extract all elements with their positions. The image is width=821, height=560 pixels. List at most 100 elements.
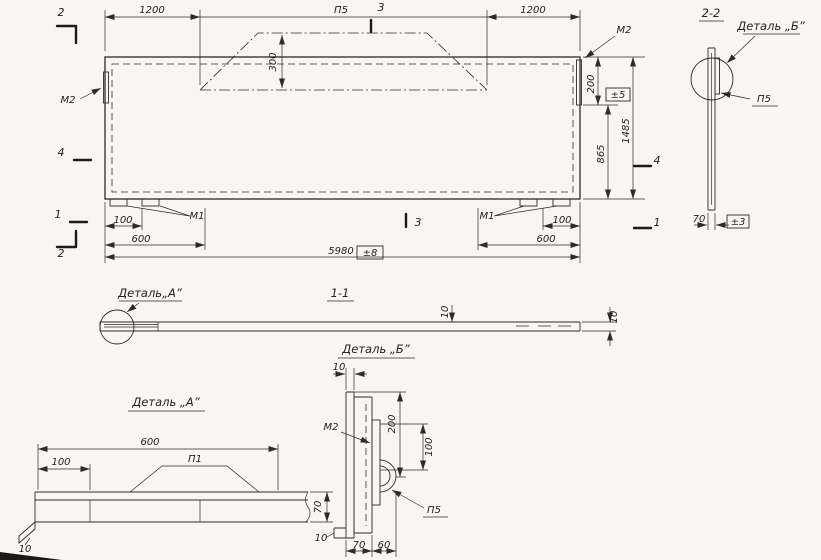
weld-zone-trapezoid — [199, 32, 488, 91]
dim-1485: 1485 — [621, 118, 632, 143]
dim-865: 865 — [596, 144, 607, 163]
detail-a: Деталь „А” П1 600 100 70 10 — [18, 395, 333, 555]
section-1-1: Деталь„А” 1-1 10 10 — [99, 286, 620, 346]
marker-2-top: 2 — [58, 6, 65, 19]
panel-fold-dashed-line — [111, 63, 574, 193]
detail-b-callout-circle — [690, 57, 734, 101]
dim-70-section: 70 — [693, 214, 706, 225]
detail-b-bottom-notch — [333, 527, 346, 539]
marker-4-right: 4 — [654, 154, 661, 167]
section-bottom-ext — [707, 213, 716, 230]
panel-outline — [104, 56, 581, 200]
label-p5-b: П5 — [427, 505, 441, 516]
dim-5980: 5980 — [328, 246, 353, 257]
detail-a-break-line — [305, 491, 311, 523]
bracket-m2-right — [576, 59, 582, 106]
tab-m1-left-2 — [141, 198, 160, 207]
tol-pm3: ±3 — [731, 217, 746, 228]
detail-b-callout-leader — [726, 35, 756, 64]
strip-outline — [99, 321, 581, 332]
label-m1-right: М1 — [480, 211, 495, 222]
marker-1-left: 1 — [55, 208, 62, 221]
dim-100-left: 100 — [113, 215, 132, 226]
leader-m2-right — [584, 35, 616, 59]
section-m2-piece — [714, 57, 720, 95]
dim-10-bottom-leader — [326, 532, 335, 538]
detail-a-weld-trapezoid — [129, 465, 260, 493]
detail-a-title: Деталь „А” — [131, 395, 200, 409]
detail-b-callout-label: Деталь „Б” — [736, 19, 805, 33]
detail-b-plate-2 — [353, 396, 373, 534]
tab-m1-right-2 — [552, 198, 571, 207]
marker-3-top: 3 — [378, 1, 385, 14]
dim-600-left: 600 — [131, 234, 150, 245]
label-m1-left: М1 — [190, 211, 205, 222]
bracket-m2-left — [103, 71, 109, 104]
top-extension-lines — [104, 10, 581, 85]
marker-3-bottom: 3 — [415, 216, 422, 229]
dim-10-mid: 10 — [440, 306, 451, 319]
tol-pm5: ±5 — [611, 90, 626, 101]
tab-m1-left-1 — [109, 198, 128, 207]
label-m2-b: М2 — [324, 422, 339, 433]
detail-a-plate — [34, 491, 308, 523]
detail-a-callout-label: Деталь„А” — [117, 286, 183, 300]
label-m2-left: М2 — [61, 95, 76, 106]
section-1-1-title: 1-1 — [331, 286, 350, 300]
tolerance-box-pm8 — [356, 245, 384, 260]
dim-10-a-leader — [24, 537, 31, 546]
dim-100-b: 100 — [424, 437, 435, 456]
dim-1200-right: 1200 — [520, 5, 545, 16]
leader-m2-b — [340, 431, 371, 444]
dim-10-a: 10 — [19, 544, 32, 555]
dim-70-a: 70 — [313, 501, 324, 514]
label-p5-top: П5 — [334, 5, 348, 16]
detail-a-bent-tab — [18, 521, 36, 544]
detail-b: Деталь „Б” 10 200 100 М2 П5 70 60 10 — [315, 342, 448, 557]
dim-300: 300 — [268, 52, 279, 71]
dim-200-b: 200 — [387, 414, 398, 433]
detail-a-dividers — [89, 500, 201, 522]
detail-b-right-ext — [354, 391, 428, 478]
cut-mark-2-bottom — [55, 229, 78, 249]
marker-4-left: 4 — [58, 146, 65, 159]
dim-100-a: 100 — [51, 457, 70, 468]
dim-600-right: 600 — [536, 234, 555, 245]
detail-b-hook-outer — [379, 459, 397, 493]
detail-a-ext-lines — [37, 444, 333, 523]
dim-10-top-b: 10 — [333, 362, 346, 373]
label-m2-right: М2 — [617, 25, 632, 36]
leader-p5-section — [720, 91, 751, 100]
dim-1200-left: 1200 — [139, 5, 164, 16]
dim-100-right: 100 — [552, 215, 571, 226]
cut-mark-2-top — [55, 24, 78, 45]
detail-b-top-ext — [345, 368, 355, 390]
detail-b-title: Деталь „Б” — [341, 342, 410, 356]
marker-2-bottom: 2 — [58, 247, 65, 260]
label-p5-section: П5 — [757, 94, 771, 105]
dim-10-bottom-b: 10 — [315, 533, 328, 544]
label-p1: П1 — [188, 454, 202, 465]
detail-a-callout-leader — [126, 302, 140, 313]
marker-1-right: 1 — [654, 216, 661, 229]
scan-artifact-bottom-left — [0, 552, 62, 560]
tab-m1-right-1 — [519, 198, 538, 207]
strip-left-plate-lines — [104, 322, 159, 331]
section-bar-outline — [707, 47, 716, 211]
dim-60-b: 60 — [378, 540, 391, 551]
detail-b-bracket — [371, 419, 381, 506]
detail-b-plate-1 — [345, 391, 355, 539]
leader-m2-left — [79, 87, 102, 100]
dim-600-a: 600 — [140, 437, 159, 448]
leaders-m1 — [126, 205, 558, 217]
section-2-2-title: 2-2 — [702, 6, 721, 20]
dim-200: 200 — [586, 74, 597, 93]
dim-70-b: 70 — [353, 540, 366, 551]
tol-pm8: ±8 — [363, 248, 378, 259]
bottom-extension-lines — [104, 202, 581, 263]
detail-b-hook-inner — [379, 465, 391, 487]
section-2-2: 2-2 Деталь „Б” П5 70 ±3 — [690, 6, 806, 230]
leader-p5-b — [391, 489, 425, 509]
